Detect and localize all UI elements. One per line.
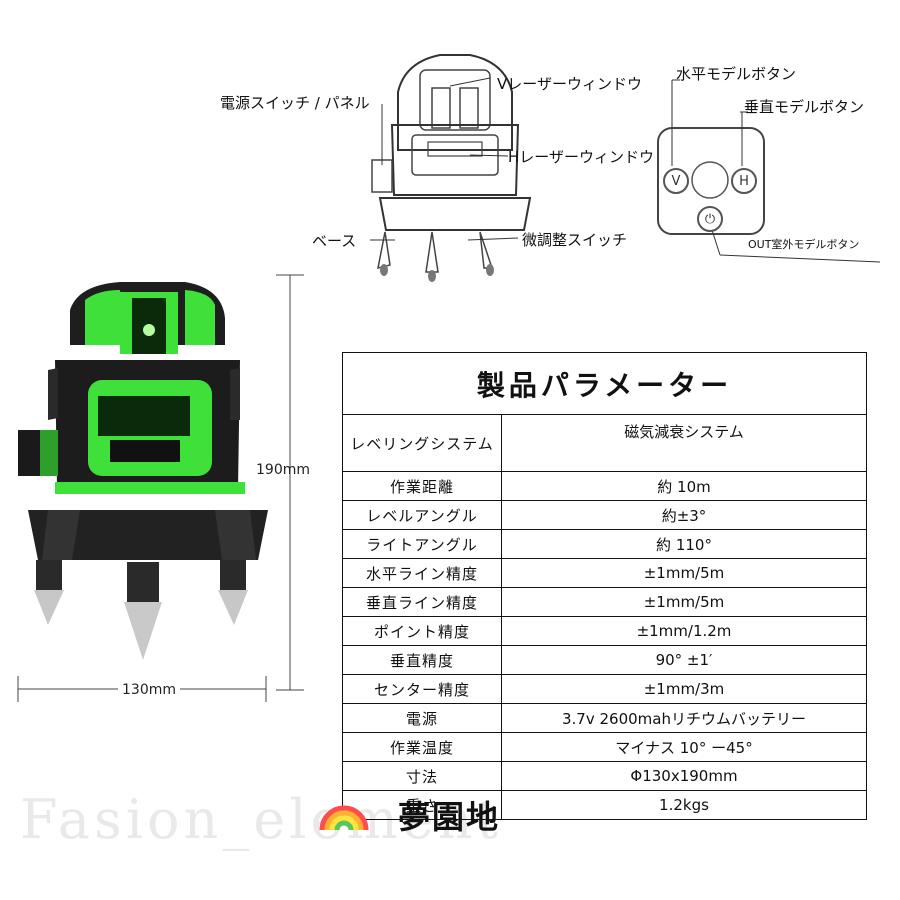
label-outdoor-mode-button: OUT室外モデルボタン [748, 238, 860, 251]
label-base: ベース [312, 232, 357, 250]
spec-label: 垂直精度 [342, 645, 502, 675]
spec-value: Φ130x190mm [501, 761, 867, 791]
label-h-laser-window: Hレーザーウィンドウ [508, 148, 654, 166]
spec-row: 作業温度マイナス 10° ー45° [342, 732, 867, 762]
label-horizontal-mode-button: 水平モデルボタン [676, 65, 797, 83]
spec-value: 90° ±1′ [501, 645, 867, 675]
spec-table-title: 製品パラメーター [342, 352, 867, 414]
label-power-switch-panel: 電源スイッチ / パネル [220, 94, 370, 112]
brand-name: 夢園地 [398, 798, 501, 836]
h-mode-button-icon: H [731, 168, 757, 194]
spec-row: 垂直ライン精度±1mm/5m [342, 587, 867, 617]
spec-label: 重さ [342, 790, 502, 820]
spec-label: ポイント精度 [342, 616, 502, 646]
spec-value: マイナス 10° ー45° [501, 732, 867, 762]
spec-label: 作業温度 [342, 732, 502, 762]
spec-label: 垂直ライン精度 [342, 587, 502, 617]
label-fine-adjust-switch: 微調整スイッチ [522, 231, 628, 249]
spec-value: 1.2kgs [501, 790, 867, 820]
label-v-laser-window: Vレーザーウィンドウ [497, 75, 642, 93]
label-vertical-mode-button: 垂直モデルボタン [744, 98, 865, 116]
spec-label: レベリングシステム [342, 414, 502, 472]
spec-value: 約 10m [501, 471, 867, 501]
spec-row: ポイント精度±1mm/1.2m [342, 616, 867, 646]
spec-row: ライトアングル約 110° [342, 529, 867, 559]
spec-row: 水平ライン精度±1mm/5m [342, 558, 867, 588]
power-button-icon: ⏻ [697, 206, 723, 232]
height-dimension: 190mm [256, 462, 310, 478]
width-dimension: 130mm [118, 682, 180, 698]
spec-value: 3.7v 2600mahリチウムバッテリー [501, 703, 867, 733]
v-mode-button-icon: V [663, 168, 689, 194]
spec-label: 寸法 [342, 761, 502, 791]
spec-value: ±1mm/3m [501, 674, 867, 704]
spec-value: 約 110° [501, 529, 867, 559]
spec-value: ±1mm/5m [501, 558, 867, 588]
